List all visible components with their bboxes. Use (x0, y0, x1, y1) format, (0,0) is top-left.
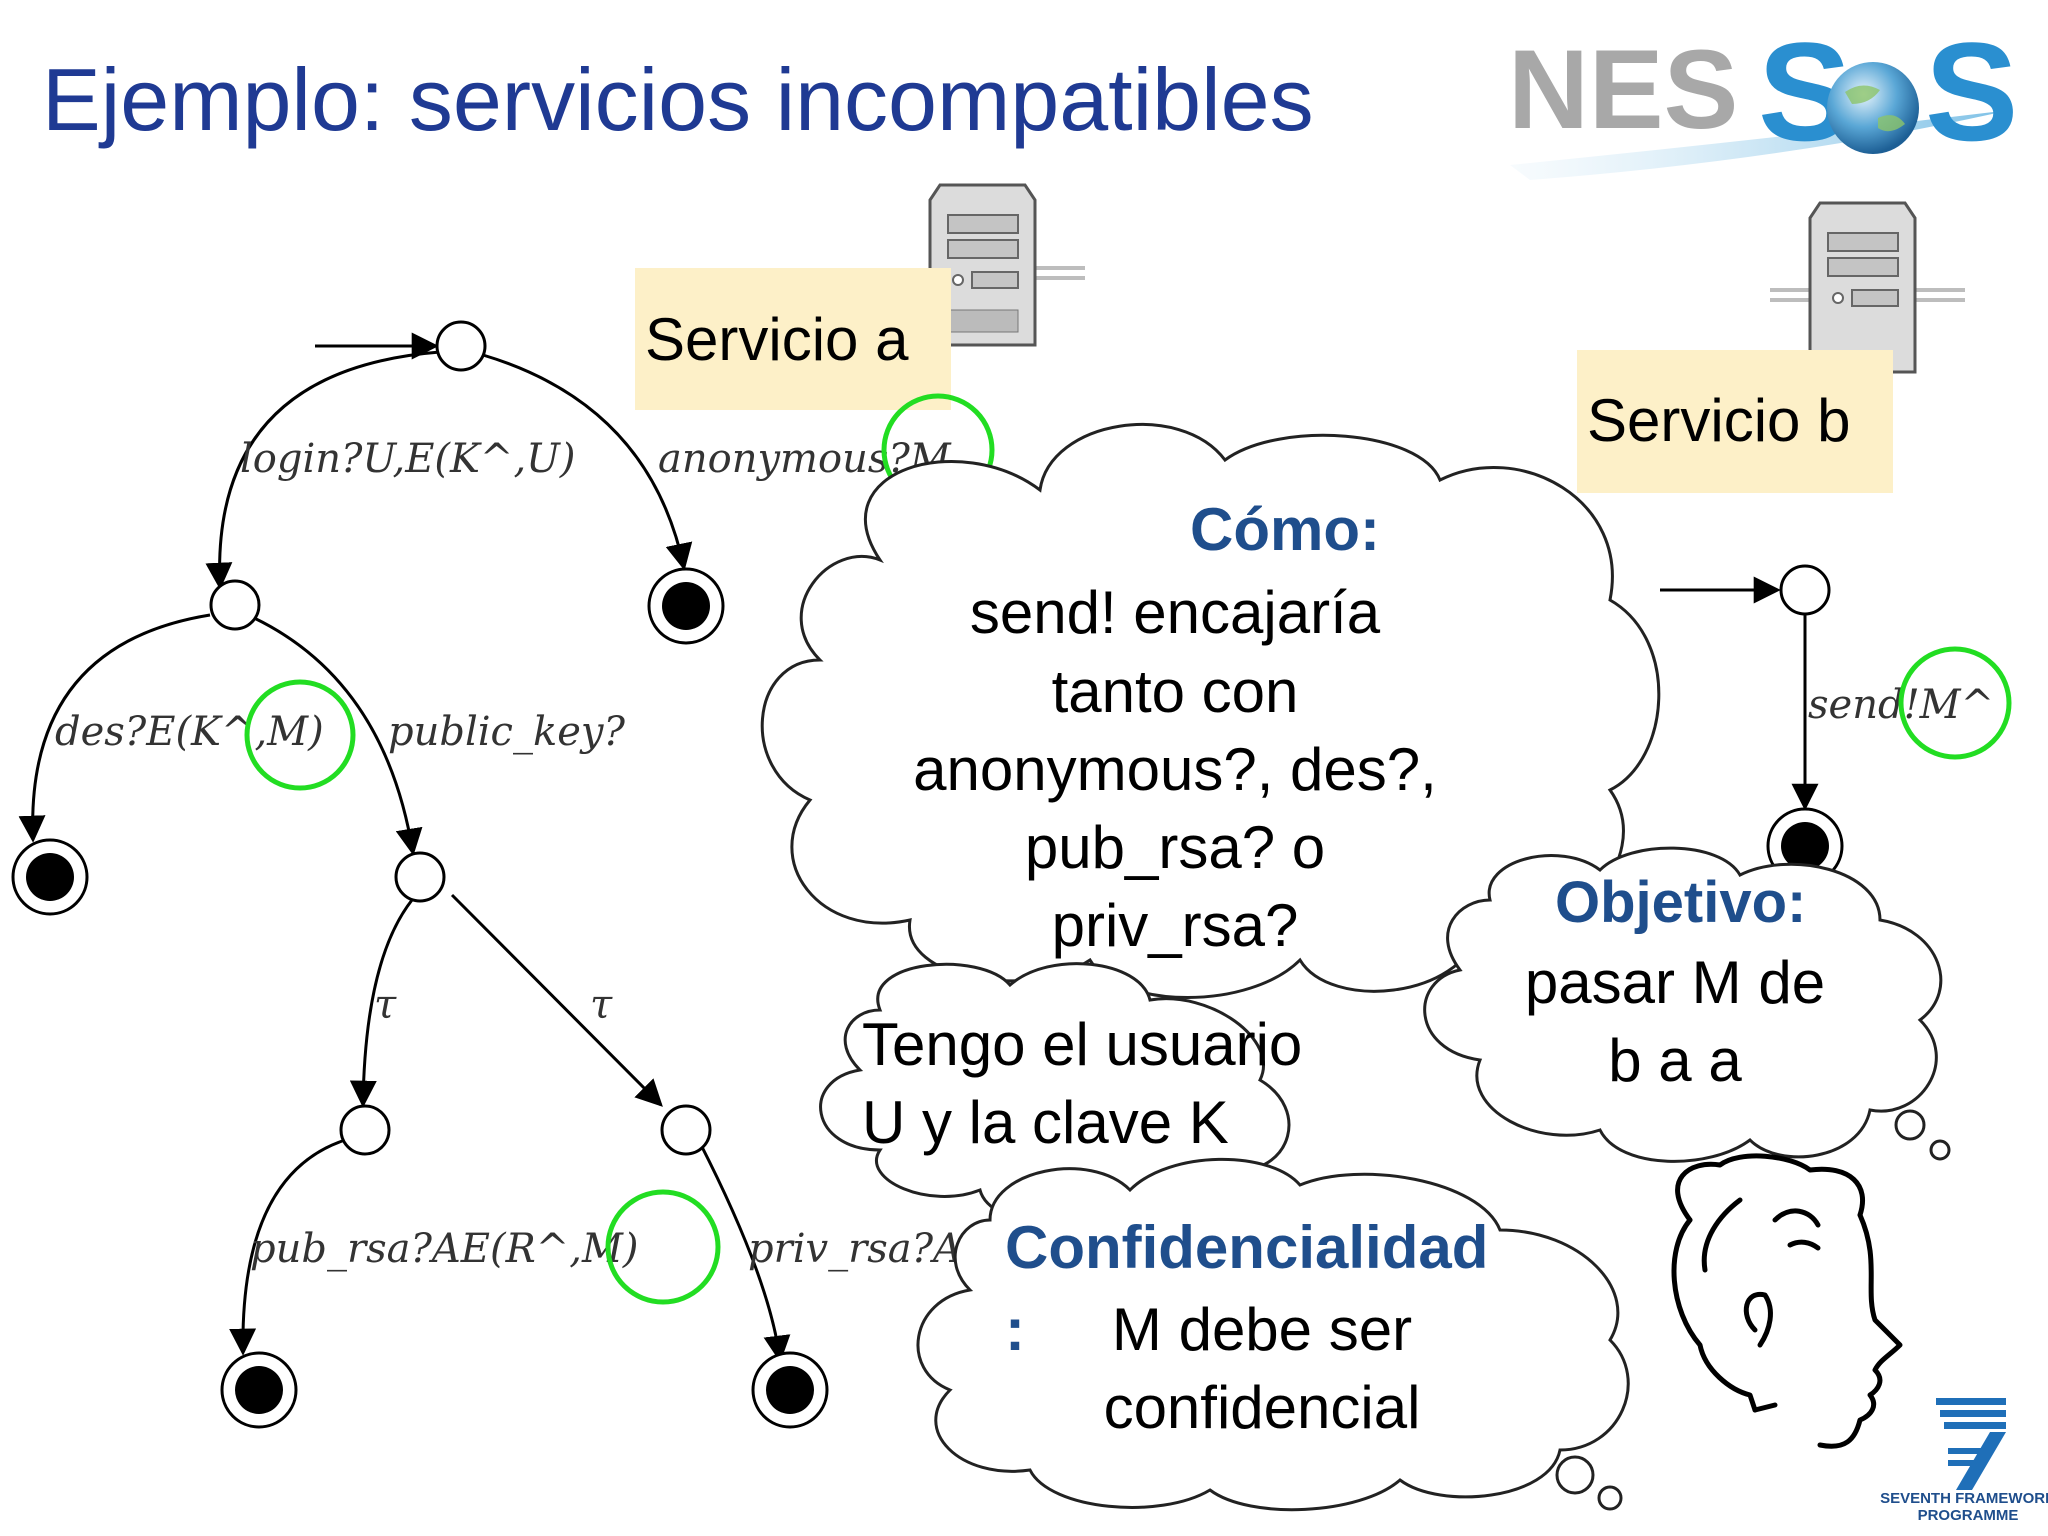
thought-bubble-small (1597, 1485, 1623, 1511)
service-a-label: Servicio a (645, 306, 909, 373)
logo-continents (1845, 85, 1905, 132)
objetivo-line-1: pasar M de (1525, 949, 1825, 1016)
server-icon-a (928, 183, 1085, 347)
thought-cloud-objetivo (1423, 846, 1943, 1163)
automaton-a (18, 332, 791, 1363)
thought-bubble-small (1929, 1139, 1951, 1161)
como-line-2: tanto con (1052, 658, 1299, 725)
fp7-line-1: SEVENTH FRAMEWORK (1880, 1490, 2048, 1507)
logo-text-s2: S (1925, 13, 2018, 170)
label-public-key: public_key? (388, 709, 625, 755)
objetivo-line-2: b a a (1608, 1027, 1742, 1094)
como-line-1: send! encajaría (970, 579, 1381, 646)
label-tau-right: τ (590, 982, 613, 1028)
confidencialidad-line-1: M debe ser (1112, 1296, 1412, 1363)
thought-bubble-small (1555, 1455, 1595, 1495)
automaton-b (1660, 576, 1819, 811)
edge-tau-right (450, 893, 663, 1107)
fp7-numeral-icon (1936, 1398, 2006, 1490)
como-heading: Cómo: (1190, 496, 1380, 563)
state-a4 (660, 1104, 712, 1156)
logo-text-left: NES (1508, 27, 1738, 152)
server-icon-b (1770, 201, 1965, 374)
state-a0 (435, 320, 487, 372)
state-a2 (394, 851, 446, 903)
fp7-logo: SEVENTH FRAMEWORK PROGRAMME (1880, 1398, 2048, 1524)
service-b-label: Servicio b (1587, 387, 1850, 454)
highlight-pub-rsa (605, 1189, 721, 1305)
highlight-circles (244, 393, 2012, 1305)
state-b0 (1779, 564, 1831, 616)
confidencialidad-line-2: confidencial (1104, 1374, 1421, 1441)
fp7-line-2: PROGRAMME (1918, 1507, 2019, 1524)
edge-priv-rsa (698, 1142, 791, 1363)
thought-cloud-confidencialidad (916, 1157, 1630, 1512)
edge-login (205, 350, 441, 590)
tengo-line-1: Tengo el usuario (862, 1011, 1302, 1078)
confidencialidad-colon: : (1005, 1296, 1025, 1363)
label-priv-rsa: priv_rsa?A (748, 1226, 962, 1272)
logo-globe-icon (1827, 62, 1919, 154)
edge-anonymous (482, 353, 693, 571)
state-a1 (209, 579, 261, 631)
objetivo-heading: Objetivo: (1555, 870, 1806, 935)
edge-pub-rsa (229, 1138, 346, 1356)
thought-bubble-small (1894, 1109, 1926, 1141)
state-a3 (339, 1104, 391, 1156)
label-pub-rsa: pub_rsa?AE(R^,M) (250, 1226, 639, 1272)
edge-tau-left (349, 899, 414, 1108)
edge-des (18, 613, 211, 843)
como-line-4: pub_rsa? o (1025, 814, 1325, 881)
label-login: login?U,E(K^,U) (240, 436, 575, 482)
service-b-label-box: Servicio b (1577, 350, 1893, 493)
label-des: des?E(K^,M) (55, 709, 324, 755)
label-tau-left: τ (374, 982, 397, 1028)
tengo-line-2: U y la clave K (862, 1089, 1229, 1156)
como-line-5: priv_rsa? (1052, 892, 1299, 959)
service-a-label-box: Servicio a (635, 268, 951, 410)
thinking-head-icon (1671, 1153, 1903, 1449)
como-line-3: anonymous?, des?, (913, 736, 1437, 803)
edge-public-key (251, 615, 423, 856)
confidencialidad-heading: Confidencialidad (1005, 1214, 1488, 1281)
nessos-logo: NES S S (1508, 13, 2018, 180)
automaton-a-labels: login?U,E(K^,U) anonymous?M des?E(K^,M) … (55, 436, 962, 1272)
automaton-a-states (11, 320, 829, 1429)
slide-title: Ejemplo: servicios incompatibles (42, 50, 1314, 149)
highlight-des (244, 679, 356, 791)
highlight-send (1898, 646, 2012, 760)
